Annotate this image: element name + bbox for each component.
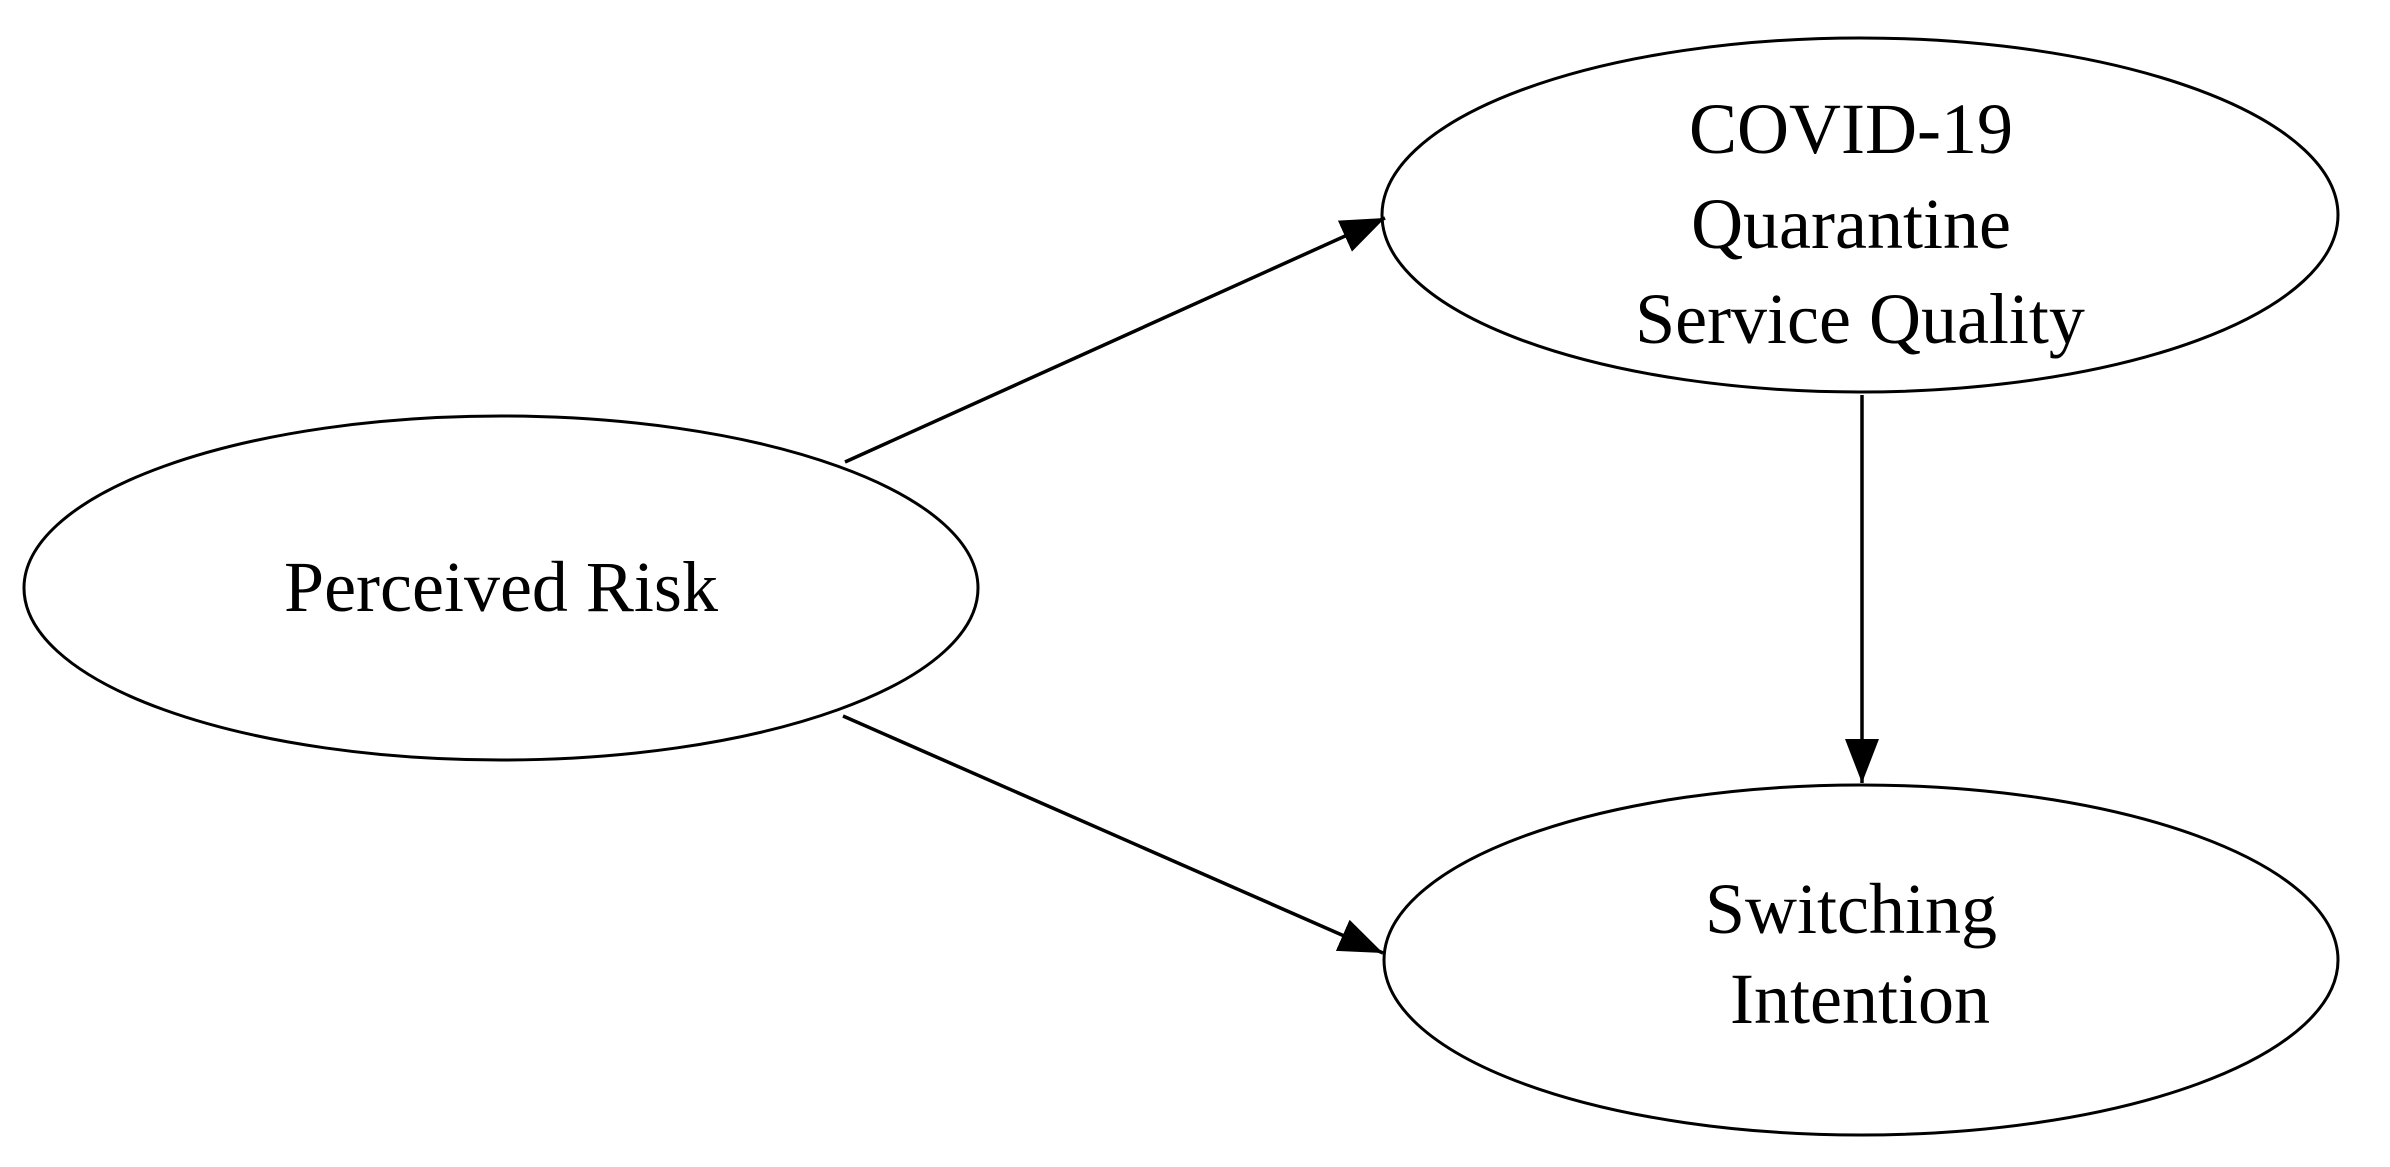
node-label-perceived-risk: Perceived Risk (284, 547, 718, 627)
node-label-switching-intention: Switching Intention (1705, 869, 2015, 1039)
edge-perceived-risk-to-covid-quality (844, 216, 1386, 464)
node-label-covid-quarantine-service-quality: COVID-19 Quarantine Service Quality (1635, 89, 2085, 359)
node-covid-quarantine-service-quality (1380, 36, 2340, 394)
edge-perceived-risk-to-switching-intention (842, 714, 1384, 955)
node-perceived-risk (22, 414, 980, 762)
node-switching-intention (1382, 783, 2340, 1137)
